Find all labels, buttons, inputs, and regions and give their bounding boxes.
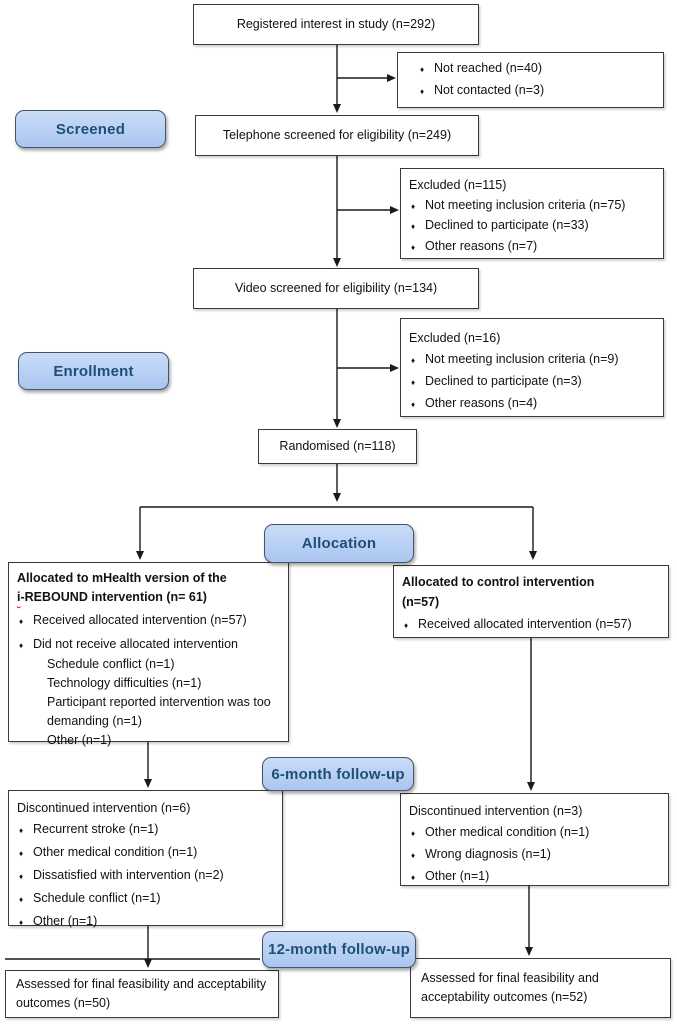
diamond-bullet-icon: ♦ [411,242,416,252]
list-item: Other medical condition (n=1) [33,845,198,859]
sub-list-item: Technology difficulties (n=1) [47,676,202,690]
box-text: Randomised (n=118) [279,439,396,454]
box-text: Assessed for final feasibility and accep… [421,971,599,1004]
box-allocated-control: Allocated to control intervention (n=57)… [393,565,669,638]
box-title: Excluded (n=115) [409,178,507,192]
box-telephone-screened: Telephone screened for eligibility (n=24… [195,115,479,156]
stage-label-screened: Screened [15,110,166,148]
diamond-bullet-icon: ♦ [411,356,416,365]
diamond-bullet-icon: ♦ [19,872,24,881]
box-discontinued-mhealth: Discontinued intervention (n=6) ♦ Recurre… [8,790,283,928]
sub-list-item: Schedule conflict (n=1) [47,657,175,671]
box-allocated-mhealth: Allocated to mHealth version of the i-RE… [8,562,289,747]
sub-list-item: Other (n=1) [47,733,112,747]
list-item: Recurrent stroke (n=1) [33,822,159,836]
box-text: Telephone screened for eligibility (n=24… [222,128,452,143]
box-randomised: Randomised (n=118) [258,429,417,464]
box-title: Discontinued intervention (n=3) [409,804,583,818]
diamond-bullet-icon: ♦ [411,201,416,211]
diamond-bullet-icon: ♦ [19,826,24,835]
diamond-bullet-icon: ♦ [19,895,24,904]
box-registered-interest: Registered interest in study (n=292) [193,4,479,45]
list-item: Not contacted (n=3) [434,83,545,97]
stage-label-6-month-follow-up: 6-month follow-up [262,757,414,791]
list-item: Other (n=1) [425,869,490,883]
stage-label-12-month-follow-up: 12-month follow-up [262,931,416,968]
list-item: Not meeting inclusion criteria (n=75) [425,197,626,212]
diamond-bullet-icon: ♦ [411,829,416,838]
box-excluded-video: Excluded (n=16) ♦ Not meeting inclusion c… [400,318,664,417]
box-discontinued-control: Discontinued intervention (n=3) ♦ Other m… [400,793,669,886]
list-item: Not meeting inclusion criteria (n=9) [425,352,619,366]
diamond-bullet-icon: ♦ [19,918,24,927]
list-item: Dissatisfied with intervention (n=2) [33,868,224,882]
list-item: Did not receive allocated intervention [33,637,238,651]
diamond-bullet-icon: ♦ [411,378,416,387]
box-title: Excluded (n=16) [409,331,501,345]
list-item: Not reached (n=40) [434,61,543,75]
box-assessed-mhealth: Assessed for final feasibility and accep… [5,970,279,1018]
diamond-bullet-icon: ♦ [411,851,416,860]
list-item: Schedule conflict (n=1) [33,891,161,905]
diamond-bullet-icon: ♦ [19,641,24,650]
diamond-bullet-icon: ♦ [411,873,416,882]
diamond-bullet-icon: ♦ [420,87,425,96]
box-title: Allocated to mHealth version of the [17,571,227,585]
list-item: Other (n=1) [33,914,98,928]
stage-label-allocation: Allocation [264,524,414,563]
box-text: Registered interest in study (n=292) [236,17,436,32]
stage-label-enrollment: Enrollment [18,352,169,390]
diamond-bullet-icon: ♦ [411,222,416,231]
box-text: Video screened for eligibility (n=134) [234,281,438,296]
list-item: Wrong diagnosis (n=1) [425,847,551,861]
box-text: Assessed for final feasibility and accep… [16,977,267,1010]
diamond-bullet-icon: ♦ [420,65,425,74]
box-not-reached: ♦ Not reached (n=40) ♦ Not contacted (n=3) [397,52,664,108]
box-title: Discontinued intervention (n=6) [17,801,191,815]
list-item: Received allocated intervention (n=57) [418,617,632,631]
spellcheck-underline: i [17,590,21,604]
box-title: i-REBOUND intervention (n= 61) [17,590,207,604]
list-item: Other medical condition (n=1) [425,825,590,839]
list-item: Other reasons (n=4) [425,396,538,410]
list-item: Declined to participate (n=3) [425,374,582,388]
diamond-bullet-icon: ♦ [404,621,409,630]
sub-list-item: Participant reported intervention was to… [47,695,271,728]
box-title: Allocated to control intervention (n=57) [402,575,595,609]
list-item: Declined to participate (n=33) [425,218,589,232]
list-item: Other reasons (n=7) [425,238,538,253]
box-assessed-control: Assessed for final feasibility and accep… [410,958,671,1018]
list-item: Received allocated intervention (n=57) [33,613,247,627]
diamond-bullet-icon: ♦ [19,849,24,858]
box-excluded-telephone: Excluded (n=115) ♦ Not meeting inclusion … [400,168,664,259]
box-video-screened: Video screened for eligibility (n=134) [193,268,479,309]
diamond-bullet-icon: ♦ [19,617,24,626]
diamond-bullet-icon: ♦ [411,400,416,409]
